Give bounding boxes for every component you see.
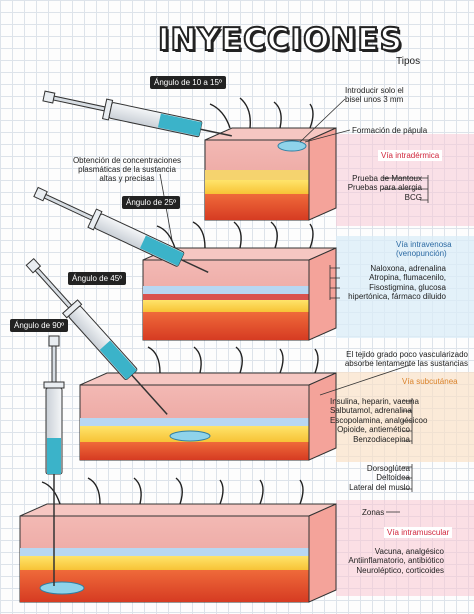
skin-block-intravenosa xyxy=(142,247,337,341)
note-concentraciones: Obtención de concentraciones plasmáticas… xyxy=(72,156,182,183)
angle-label-10-15: Ángulo de 10 a 15º xyxy=(150,76,226,89)
route-subcutanea: Vía subcutánea xyxy=(402,377,458,386)
band-intravenosa xyxy=(336,236,474,338)
syringe-10-15 xyxy=(42,90,232,138)
list-intramuscular: Vacuna, analgésico Antiinflamatorio, ant… xyxy=(348,547,444,575)
band-intramuscular xyxy=(336,500,474,596)
route-intradermica: Vía intradérmica xyxy=(378,150,443,161)
zonas-label: Zonas xyxy=(362,508,385,517)
page-subtitle: Tipos xyxy=(396,56,421,67)
page-title: INYECCIONES xyxy=(157,21,403,59)
skin-block-intramuscular xyxy=(19,503,337,603)
note-tejido-graso: El tejido grado poco vascularizado absor… xyxy=(344,350,468,368)
skin-block-subcutanea xyxy=(79,372,337,461)
list-intradermica: Prueba de Mantoux Pruebas para alergia B… xyxy=(347,174,422,202)
route-intravenosa: Vía intravenosa (venopunción) xyxy=(396,240,452,258)
list-subcutanea: Insulina, heparin, vacuna Salbutamol, ad… xyxy=(330,397,428,444)
band-subcutanea xyxy=(336,372,474,462)
syringe-90 xyxy=(43,335,65,586)
band-intradermica xyxy=(336,134,474,226)
angle-label-45: Ángulo de 45º xyxy=(68,272,127,285)
hairs xyxy=(41,97,319,505)
leader-lines xyxy=(159,98,429,513)
list-intravenosa: Naloxona, adrenalina Atropina, flumaceni… xyxy=(348,264,446,302)
syringe-25 xyxy=(33,186,209,273)
route-intramuscular: Vía intramuscular xyxy=(384,527,453,538)
note-bisel: Introducir solo el bisel unos 3 mm xyxy=(345,86,404,104)
angle-label-90: Ángulo de 90º xyxy=(10,319,69,332)
skin-block-intradermica xyxy=(204,127,337,221)
note-papula: Formación de pápula xyxy=(352,126,428,135)
list-zonas: Dorsoglútea Deltoidea Lateral del muslo xyxy=(349,464,410,492)
angle-label-25: Ángulo de 25º xyxy=(122,196,181,209)
syringe-45 xyxy=(25,257,168,415)
